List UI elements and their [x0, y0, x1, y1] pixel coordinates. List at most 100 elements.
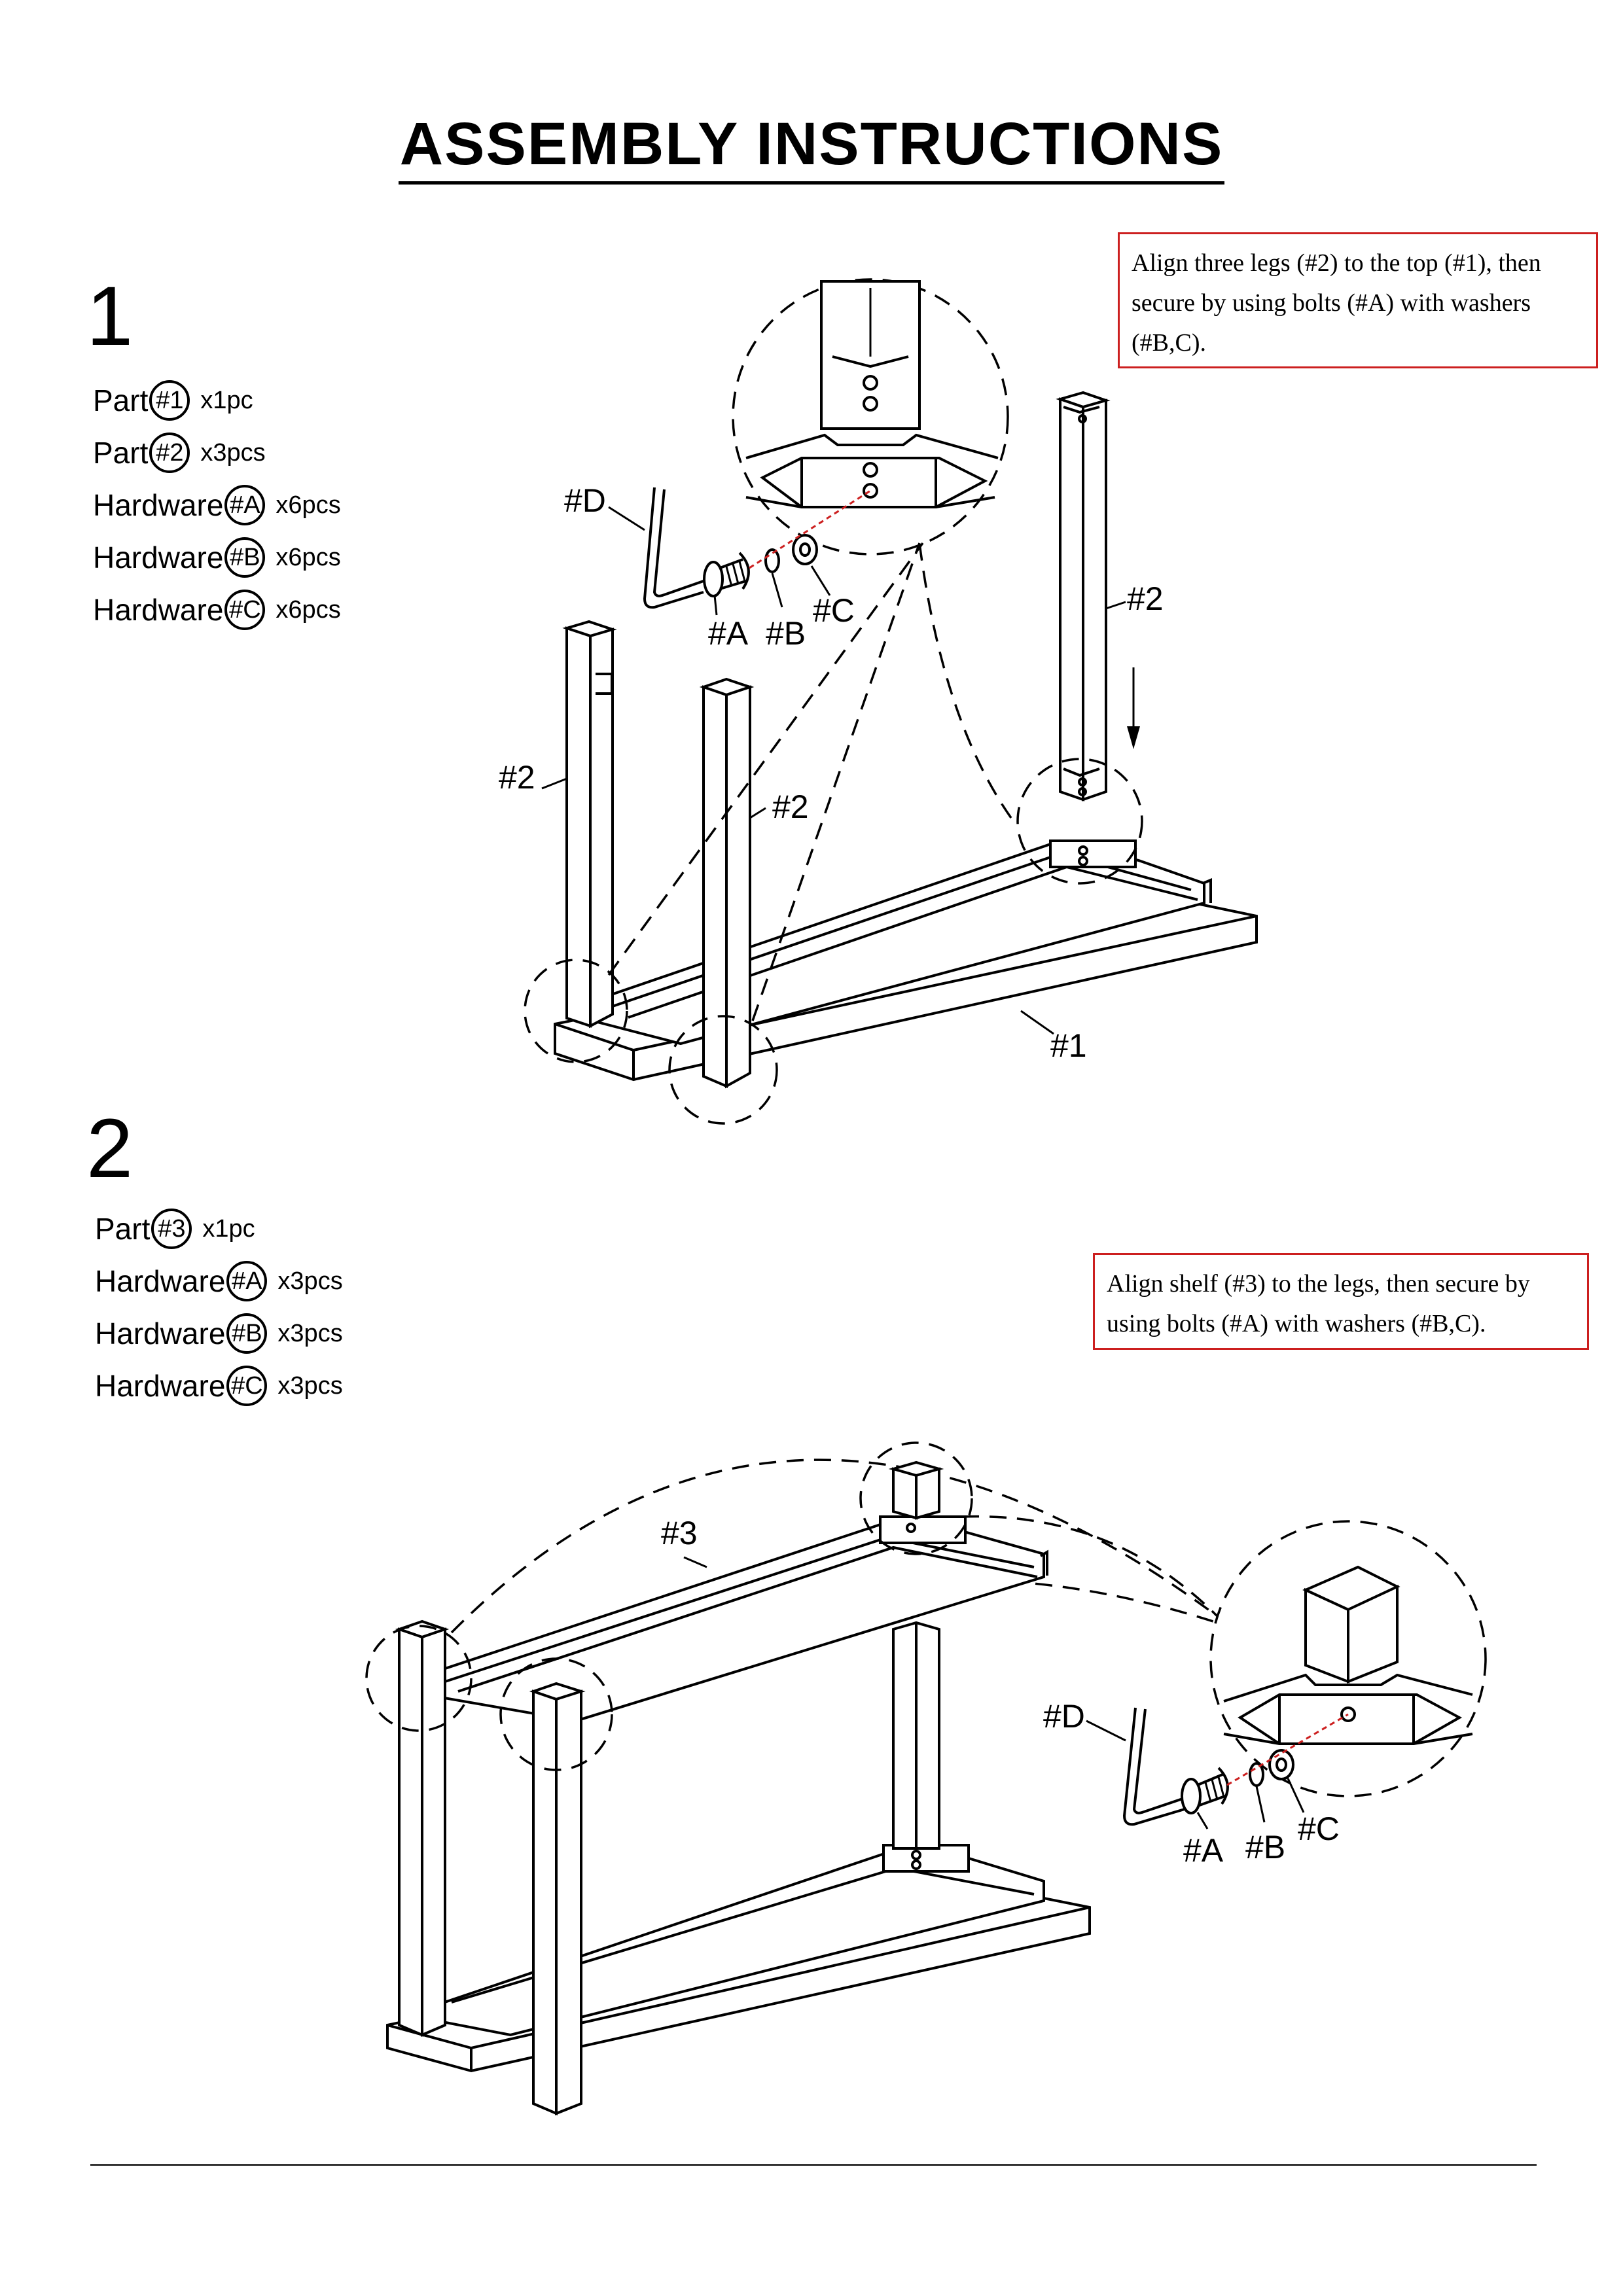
part-label: Hardware	[95, 1369, 226, 1403]
parts-list-item: Part #3 x1pc	[95, 1203, 343, 1255]
callout-label-c: #C	[813, 592, 855, 629]
part-id-badge: #C	[226, 1366, 268, 1406]
leg-middle	[699, 677, 755, 1089]
part-id-badge: #1	[149, 380, 190, 421]
part-id-badge: #A	[224, 485, 266, 525]
leader-line	[771, 573, 783, 608]
parts-list-item: Part #1 x1pc	[93, 374, 341, 427]
leg-left-back	[395, 1619, 450, 2038]
step-2-parts-list: Part #3 x1pc Hardware #A x3pcs Hardware …	[95, 1203, 343, 1412]
leg-front	[529, 1682, 586, 2116]
bolt-icon	[703, 552, 750, 597]
part-id-badge: #B	[226, 1313, 268, 1354]
leader-line	[1196, 1812, 1209, 1829]
table-top-part	[386, 1844, 1091, 2073]
allen-key-icon	[643, 487, 704, 609]
leg-right-back	[888, 1460, 944, 1520]
detail-circle	[859, 1441, 973, 1555]
leader-line	[1287, 1778, 1305, 1813]
guide-line	[918, 542, 1012, 819]
parts-list-item: Hardware #C x3pcs	[95, 1360, 343, 1412]
shelf-part	[424, 1515, 1048, 1723]
down-arrow-icon	[1127, 667, 1140, 749]
callout-label-b: #B	[766, 615, 806, 652]
leader-line	[749, 807, 766, 819]
footer-divider	[90, 2164, 1537, 2166]
leg-right	[1056, 391, 1111, 802]
part-label: Hardware	[93, 488, 224, 522]
step-2-number: 2	[86, 1102, 134, 1195]
guide-arc	[450, 1458, 1219, 1634]
parts-list-item: Hardware #A x6pcs	[93, 479, 341, 531]
part-quantity: x6pcs	[276, 491, 341, 519]
callout-label-a: #A	[708, 615, 749, 652]
callout-label-leg: #2	[1127, 580, 1164, 617]
callout-label-d: #D	[1043, 1698, 1085, 1735]
part-label: Hardware	[93, 540, 224, 574]
detail-circle	[524, 959, 628, 1063]
part-id-badge: #A	[226, 1261, 268, 1301]
parts-list-item: Part #2 x3pcs	[93, 427, 341, 479]
callout-label-leg: #2	[772, 788, 809, 825]
part-quantity: x3pcs	[277, 1371, 343, 1400]
leg-left	[562, 620, 617, 1029]
part-quantity: x6pcs	[276, 595, 341, 624]
leader-line	[683, 1556, 707, 1568]
callout-label-top: #1	[1050, 1027, 1087, 1064]
part-quantity: x1pc	[202, 1214, 255, 1243]
leader-line	[713, 595, 718, 616]
step-2-instruction-note: Align shelf (#3) to the legs, then secur…	[1093, 1253, 1589, 1350]
step-1-parts-list: Part #1 x1pc Part #2 x3pcs Hardware #A x…	[93, 374, 341, 636]
part-id-badge: #C	[224, 590, 266, 630]
magnified-detail-view	[732, 278, 1009, 556]
callout-label-a: #A	[1183, 1832, 1224, 1869]
part-quantity: x3pcs	[277, 1267, 343, 1295]
step-1-number: 1	[86, 270, 134, 363]
flat-washer-icon	[792, 534, 818, 565]
leader-line	[541, 777, 567, 790]
part-label: Part	[95, 1212, 151, 1246]
callout-label-leg: #2	[499, 759, 535, 796]
page-title: ASSEMBLY INSTRUCTIONS	[0, 110, 1623, 185]
detail-circle	[668, 1015, 778, 1125]
part-id-badge: #2	[149, 433, 190, 473]
detail-circle	[1016, 758, 1143, 885]
leader-line	[1255, 1786, 1266, 1823]
leg-back	[892, 1621, 940, 1850]
leader-line	[608, 506, 645, 531]
leader-line	[1020, 1010, 1054, 1035]
parts-list-item: Hardware #C x6pcs	[93, 584, 341, 636]
spring-washer-icon	[1249, 1762, 1264, 1787]
part-quantity: x1pc	[200, 386, 253, 414]
guide-arc	[961, 1515, 1219, 1617]
step-2-diagram: #3 #D #A #B #C	[365, 1441, 1487, 2116]
leader-line	[1105, 601, 1126, 610]
leader-line	[1086, 1720, 1126, 1742]
part-label: Hardware	[95, 1264, 226, 1298]
guide-line	[607, 542, 924, 976]
guide-line	[751, 542, 921, 1021]
part-label: Part	[93, 436, 149, 470]
leader-line	[810, 565, 831, 596]
callout-label-shelf: #3	[661, 1515, 698, 1551]
bolt-icon	[1181, 1767, 1229, 1814]
part-quantity: x6pcs	[276, 543, 341, 571]
part-label: Part	[93, 383, 149, 417]
callout-label-c: #C	[1298, 1810, 1340, 1847]
title-text: ASSEMBLY INSTRUCTIONS	[398, 111, 1225, 185]
part-id-badge: #3	[151, 1209, 192, 1249]
flat-washer-icon	[1268, 1749, 1294, 1780]
step-1-instruction-note: Align three legs (#2) to the top (#1), t…	[1118, 232, 1598, 368]
detail-circle	[499, 1657, 613, 1771]
callout-label-d: #D	[564, 482, 606, 519]
part-quantity: x3pcs	[200, 438, 266, 467]
parts-list-item: Hardware #B x6pcs	[93, 531, 341, 584]
callout-label-b: #B	[1245, 1829, 1285, 1865]
parts-list-item: Hardware #B x3pcs	[95, 1307, 343, 1360]
alignment-line	[1226, 1713, 1349, 1786]
part-label: Hardware	[95, 1316, 226, 1351]
alignment-line	[749, 489, 871, 569]
parts-list-item: Hardware #A x3pcs	[95, 1255, 343, 1307]
allen-key-icon	[1122, 1707, 1185, 1826]
step-1-diagram: #D #A #B #C #2 #2 #2 #1	[499, 278, 1258, 1125]
